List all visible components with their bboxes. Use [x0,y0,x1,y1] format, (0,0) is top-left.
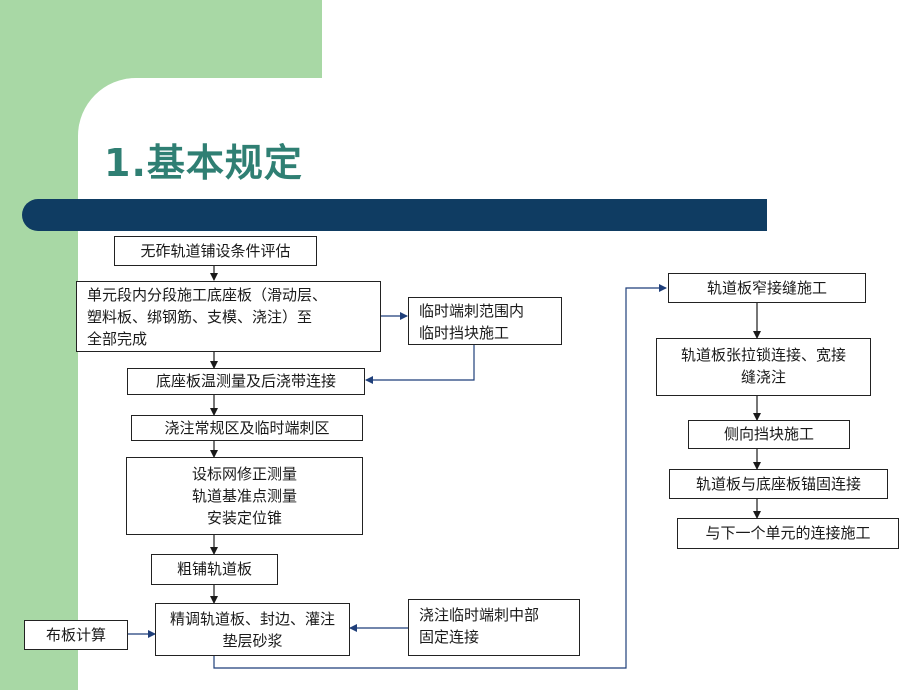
step-track-laying-assessment: 无砟轨道铺设条件评估 [114,236,317,266]
step-tension-and-wide-joint: 轨道板张拉锁连接、宽接 缝浇注 [656,338,871,396]
arrow-s1-b3 [365,345,475,384]
title-underline-bar [22,199,767,231]
step-rough-laying: 粗铺轨道板 [151,554,278,585]
step-temperature-measurement: 底座板温测量及后浇带连接 [127,368,365,395]
step-segment-base-plate: 单元段内分段施工底座板（滑动层、 塑料板、绑钢筋、支模、浇注）至 全部完成 [76,281,381,352]
background-white-top [322,0,920,78]
arrow-b7-r1 [213,284,667,669]
step-next-unit-connection: 与下一个单元的连接施工 [677,518,899,549]
slide-title: 1.基本规定 [104,141,303,185]
step-survey-and-cones: 设标网修正测量 轨道基准点测量 安装定位锥 [126,457,363,535]
step-narrow-joint: 轨道板窄接缝施工 [668,273,866,303]
step-fine-adjustment: 精调轨道板、封边、灌注 垫层砂浆 [155,603,350,656]
step-anchoring: 轨道板与底座板锚固连接 [669,469,888,499]
step-layout-calculation: 布板计算 [24,620,128,650]
step-temporary-block: 临时端刺范围内 临时挡块施工 [408,297,562,345]
step-side-block: 侧向挡块施工 [688,420,850,449]
step-temporary-anchor-fixing: 浇注临时端刺中部 固定连接 [408,599,580,656]
step-pour-regular-zone: 浇注常规区及临时端刺区 [131,415,363,441]
